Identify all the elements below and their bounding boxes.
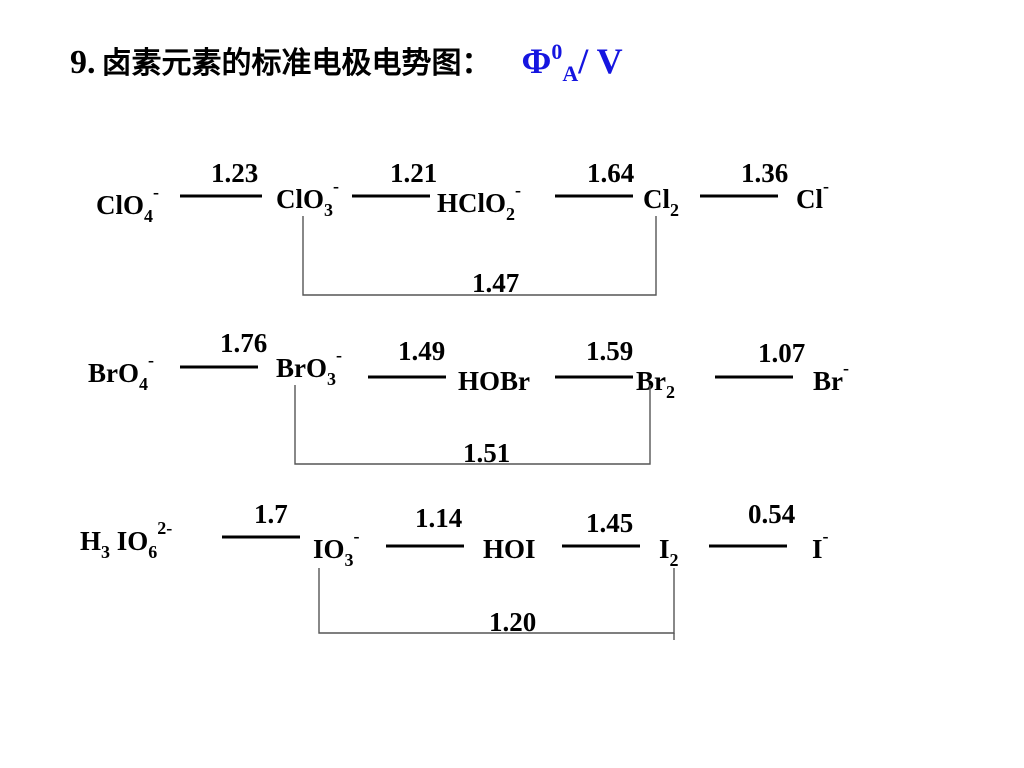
species-label: Br2 — [636, 366, 675, 402]
unit-tail: / V — [578, 41, 623, 81]
title-number: 9. — [70, 44, 96, 81]
potential-unit: Φ0A/ V — [521, 39, 623, 85]
bracket-connector — [318, 568, 675, 634]
species-label: I2 — [659, 534, 679, 570]
species-label: H3 IO62- — [80, 518, 172, 562]
potential-value: 1.49 — [398, 336, 445, 366]
species-label: ClO3- — [276, 176, 339, 220]
species-label: Br- — [813, 358, 849, 396]
species-label: Cl2 — [643, 184, 679, 220]
bracket-value: 1.20 — [489, 607, 536, 637]
page-title: 9.卤素元素的标准电极电势图： Φ0A/ V — [70, 38, 623, 85]
potential-value: 1.07 — [758, 338, 805, 368]
unit-symbol: Φ — [521, 41, 552, 81]
species-label: BrO3- — [276, 345, 342, 389]
bracket-connector — [294, 385, 651, 465]
unit-sup: 0 — [551, 39, 563, 64]
species-label: I- — [812, 526, 829, 564]
potential-value: 0.54 — [748, 499, 795, 529]
unit-sub: A — [562, 61, 579, 86]
potential-value: 1.76 — [220, 328, 267, 358]
potential-value: 1.36 — [741, 158, 788, 188]
potential-value: 1.59 — [586, 336, 633, 366]
potential-value: 1.14 — [415, 503, 462, 533]
species-label: HClO2- — [437, 180, 521, 224]
bracket-connector — [302, 216, 657, 296]
bracket-value: 1.47 — [472, 268, 519, 298]
potential-value: 1.23 — [211, 158, 258, 188]
potential-value: 1.7 — [254, 499, 288, 529]
species-label: Cl- — [796, 176, 829, 214]
bracket-value: 1.51 — [463, 438, 510, 468]
potential-value: 1.45 — [586, 508, 633, 538]
potential-value: 1.21 — [390, 158, 437, 188]
species-label: BrO4- — [88, 350, 154, 394]
potential-value: 1.64 — [587, 158, 634, 188]
species-label: HOI — [483, 534, 536, 564]
title-text: 卤素元素的标准电极电势图： — [101, 46, 492, 81]
species-label: IO3- — [313, 526, 360, 570]
species-label: HOBr — [458, 366, 530, 396]
species-label: ClO4- — [96, 182, 159, 226]
